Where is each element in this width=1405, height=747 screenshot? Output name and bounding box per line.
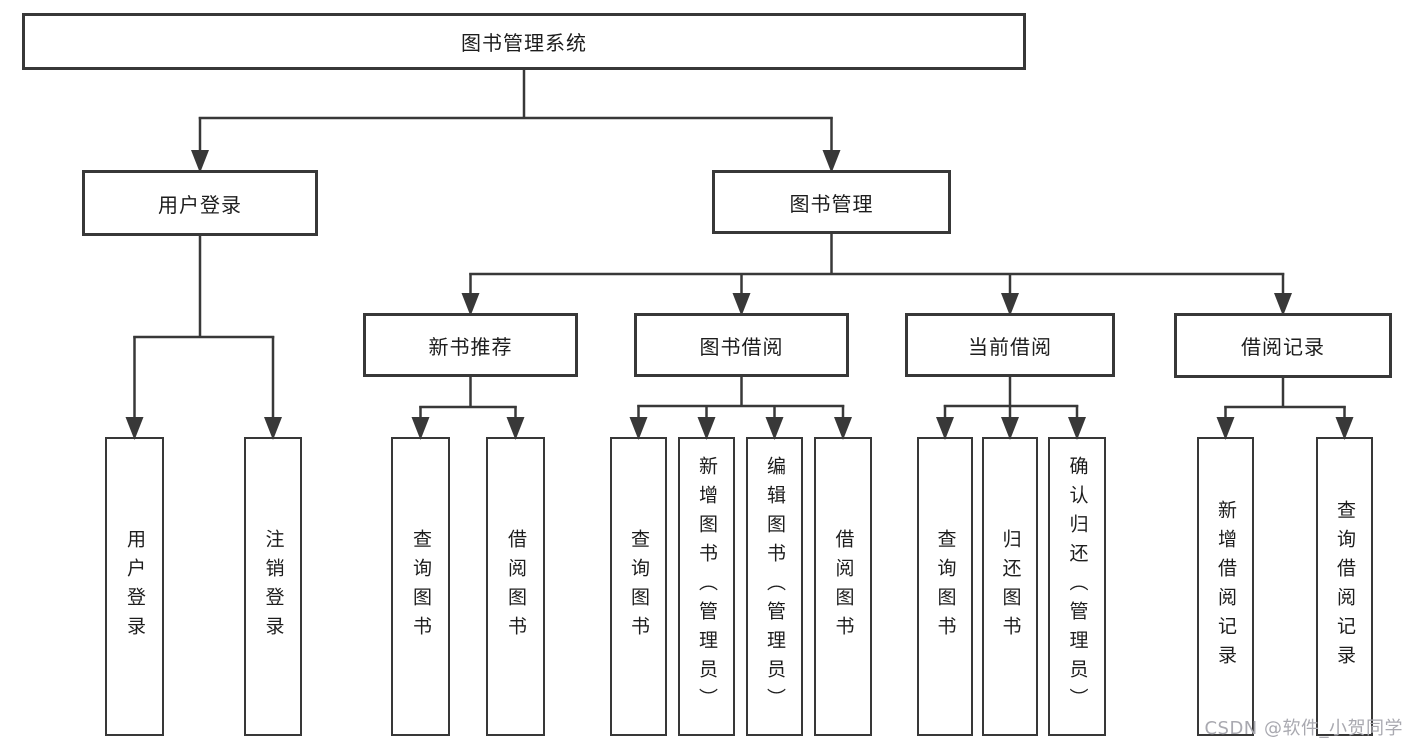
- node-book-mgmt: 图书管理: [712, 170, 951, 234]
- watermark-text: CSDN @软件_小贺同学: [1204, 718, 1403, 739]
- node-book-borrow: 图书借阅: [634, 313, 849, 377]
- node-label: 新书推荐: [428, 334, 513, 359]
- node-leaf-add-book: 新增图书（管理员）: [678, 437, 735, 736]
- node-label: 图书借阅: [699, 334, 784, 359]
- node-new-book-rec: 新书推荐: [363, 313, 578, 377]
- node-leaf-return-book: 归还图书: [982, 437, 1038, 736]
- node-label: 查询借阅记录: [1334, 499, 1356, 674]
- node-label: 新增借阅记录: [1215, 499, 1237, 674]
- node-label: 确认归还（管理员）: [1066, 456, 1089, 717]
- node-label: 查询图书: [934, 528, 957, 645]
- node-borrow-record: 借阅记录: [1174, 313, 1392, 378]
- node-label: 用户登录: [158, 192, 242, 217]
- node-leaf-query-book-3: 查询图书: [917, 437, 973, 736]
- node-label: 查询图书: [628, 528, 650, 645]
- node-label: 编辑图书（管理员）: [764, 456, 786, 717]
- node-label: 图书管理系统: [461, 31, 587, 55]
- node-leaf-borrow-book-1: 借阅图书: [486, 437, 545, 736]
- node-root: 图书管理系统: [22, 13, 1026, 70]
- node-label: 借阅图书: [505, 528, 527, 645]
- node-label: 归还图书: [999, 528, 1022, 645]
- node-label: 当前借阅: [968, 334, 1052, 359]
- node-leaf-edit-book: 编辑图书（管理员）: [746, 437, 803, 736]
- node-label: 新增图书（管理员）: [696, 456, 718, 717]
- node-current-borrow: 当前借阅: [905, 313, 1115, 377]
- node-leaf-borrow-book-2: 借阅图书: [814, 437, 872, 736]
- node-label: 注销登录: [262, 528, 285, 645]
- node-user-login: 用户登录: [82, 170, 318, 236]
- node-label: 查询图书: [410, 528, 432, 645]
- node-label: 借阅图书: [832, 528, 855, 645]
- node-leaf-query-borrow-record: 查询借阅记录: [1316, 437, 1373, 736]
- node-leaf-logout: 注销登录: [244, 437, 302, 736]
- node-label: 图书管理: [789, 191, 874, 216]
- node-label: 借阅记录: [1241, 335, 1325, 359]
- node-leaf-confirm-return: 确认归还（管理员）: [1048, 437, 1106, 736]
- node-leaf-add-borrow-record: 新增借阅记录: [1197, 437, 1254, 736]
- node-label: 用户登录: [124, 528, 146, 645]
- node-leaf-query-book-2: 查询图书: [610, 437, 667, 736]
- node-leaf-user-login: 用户登录: [105, 437, 164, 736]
- node-leaf-query-book-1: 查询图书: [391, 437, 450, 736]
